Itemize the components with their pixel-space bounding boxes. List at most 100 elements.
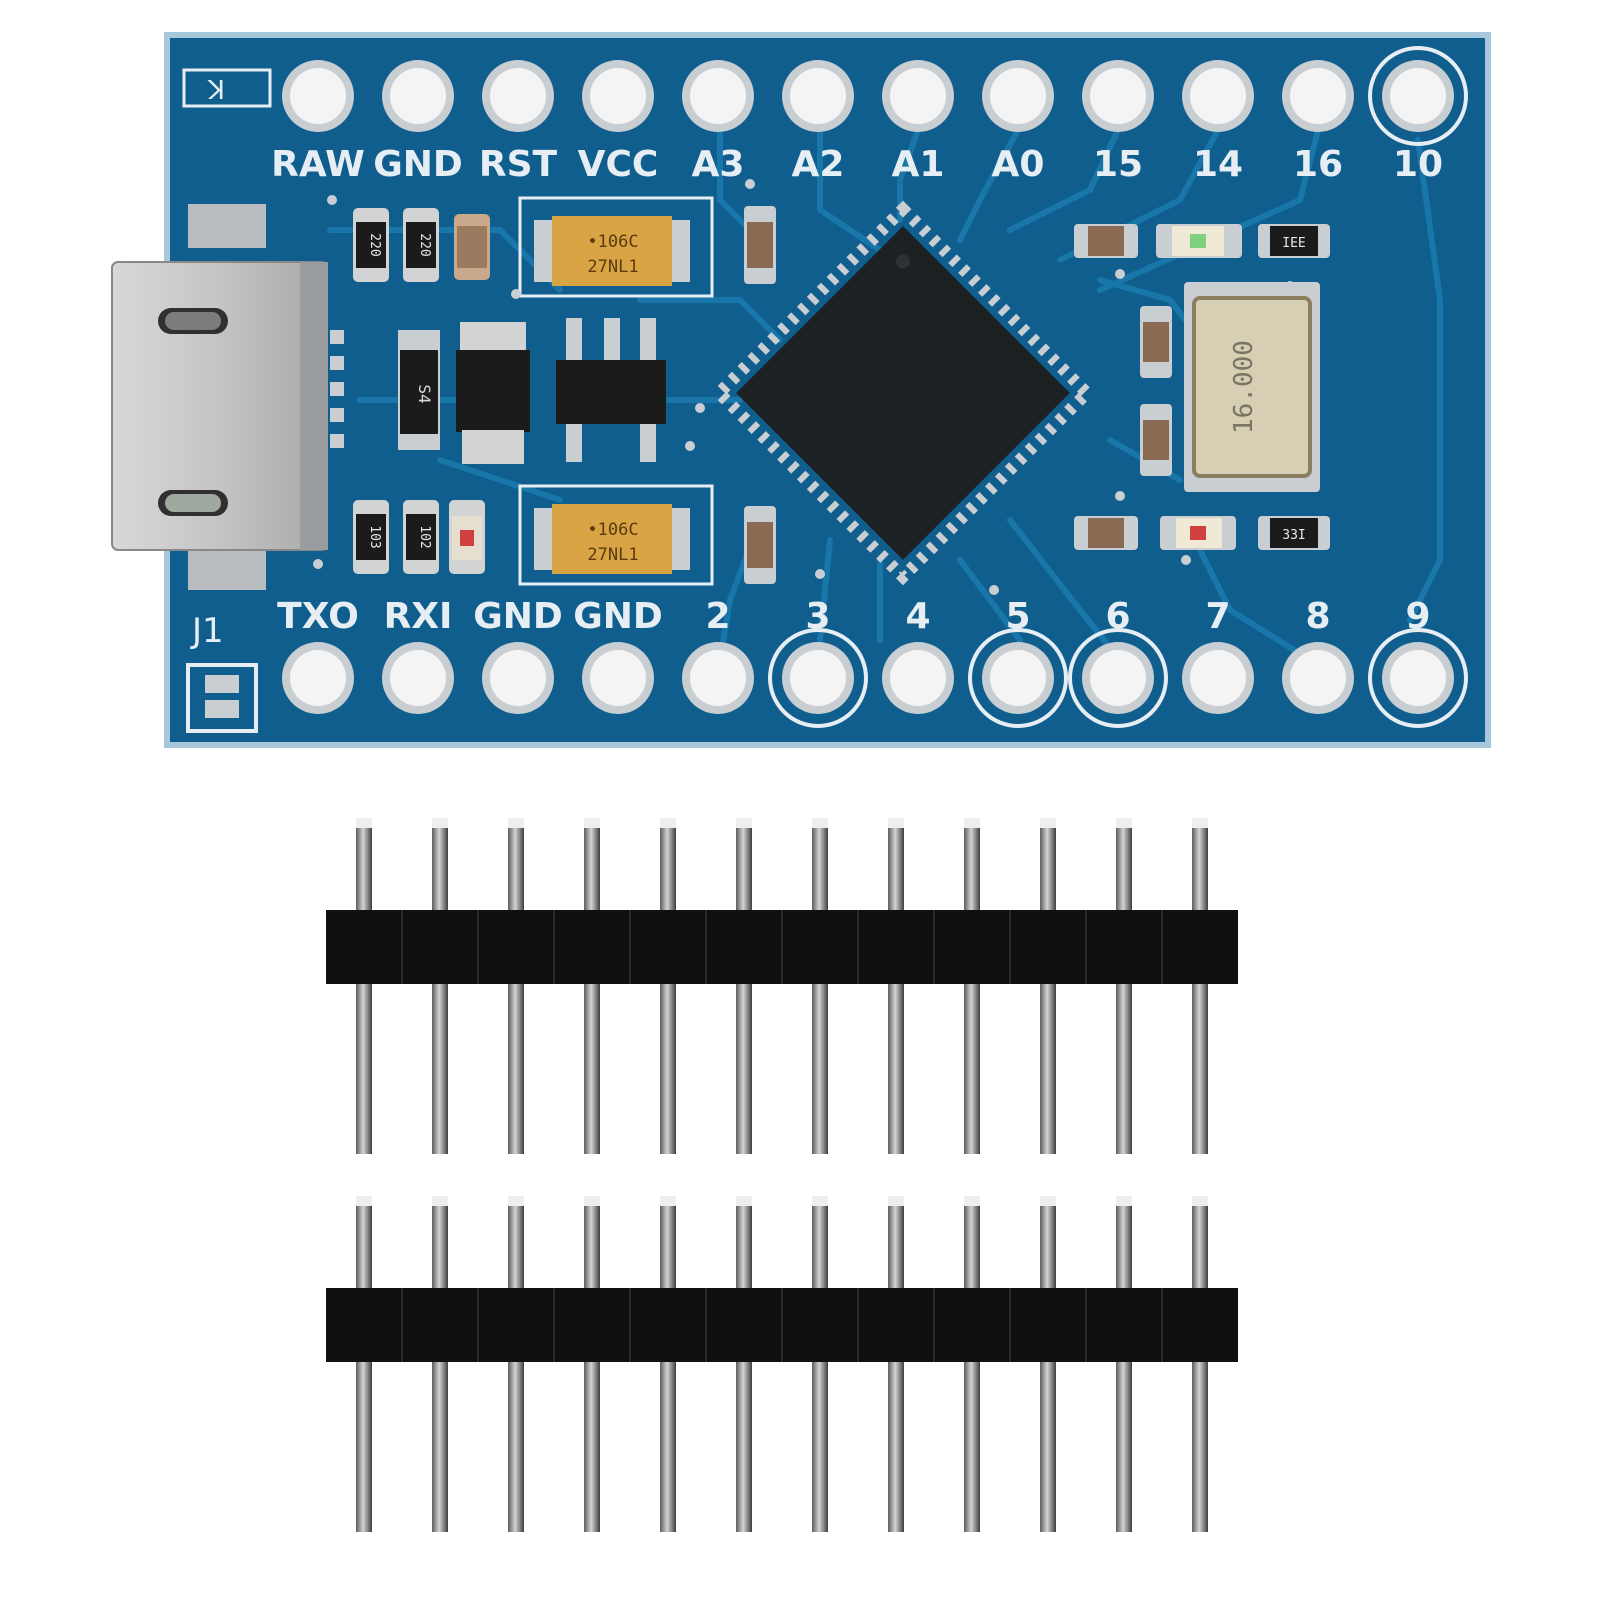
header-pin-tip — [1192, 1196, 1208, 1206]
header-pin — [432, 818, 448, 1154]
header-pin — [1040, 818, 1056, 1154]
j1-jumper — [186, 663, 258, 733]
diode: S4 — [398, 330, 440, 450]
pin-pad-hole — [790, 68, 846, 124]
svg-text:•106C: •106C — [587, 520, 638, 540]
pin-pad-hole — [1390, 68, 1446, 124]
header-pin-tip — [736, 818, 752, 828]
header-pin-tip — [1040, 818, 1056, 828]
top-pin-label: A2 — [792, 144, 845, 185]
pin-pad-hole — [990, 68, 1046, 124]
header-pin-tip — [508, 1196, 524, 1206]
bottom-pin-label: TXO — [277, 596, 359, 637]
top-pin-label: A1 — [892, 144, 945, 185]
header-pin-tip — [508, 818, 524, 828]
pin-pad-hole — [990, 650, 1046, 706]
pin-pad-outline — [968, 628, 1068, 728]
header-pin-tip — [584, 1196, 600, 1206]
k-marker — [182, 68, 272, 108]
pin-pad-hole — [890, 68, 946, 124]
header-pin — [356, 818, 372, 1154]
header-pin-tip — [888, 818, 904, 828]
header-pin — [1040, 1196, 1056, 1532]
tantalum-cap-top: •106C 27NL1 — [518, 196, 714, 298]
pin-pad-hole — [890, 650, 946, 706]
crystal-oscillator: 16.000 — [1184, 282, 1320, 492]
pin-header — [326, 1196, 1238, 1532]
mcu-decoupling-caps — [744, 206, 776, 584]
top-pin-pads — [282, 46, 1468, 146]
pin-pad-hole — [590, 68, 646, 124]
header-pin — [964, 1196, 980, 1532]
bottom-pin-label: GND — [473, 596, 563, 637]
pin-pad-hole — [490, 68, 546, 124]
header-pin — [812, 1196, 828, 1532]
vias — [313, 179, 1295, 595]
regulator — [456, 322, 530, 464]
header-pin — [812, 818, 828, 1154]
header-pin — [1192, 818, 1208, 1154]
svg-text:•106C: •106C — [587, 232, 638, 252]
header-pin-tip — [1116, 818, 1132, 828]
usb-connector — [111, 204, 344, 590]
resistor-group-bottom: 103 102 — [353, 500, 485, 574]
pin-pad-hole — [390, 68, 446, 124]
header-pin — [660, 1196, 676, 1532]
bottom-pin-label: 8 — [1305, 596, 1330, 637]
top-pin-label: A0 — [992, 144, 1045, 185]
bottom-pin-label: 9 — [1405, 596, 1430, 637]
top-pin-label: 16 — [1293, 144, 1343, 185]
pin-pad-outline — [1368, 628, 1468, 728]
header-pin — [1116, 1196, 1132, 1532]
bottom-pin-label: GND — [573, 596, 663, 637]
svg-text:27NL1: 27NL1 — [587, 257, 638, 277]
header-pin-tip — [432, 1196, 448, 1206]
header-pin-tip — [964, 818, 980, 828]
pcb-traces — [327, 127, 1443, 693]
bottom-pin-label: RXI — [384, 596, 453, 637]
header-pin — [432, 1196, 448, 1532]
pin-header — [326, 818, 1238, 1154]
header-pin-tip — [1116, 1196, 1132, 1206]
svg-text:16.000: 16.000 — [1229, 340, 1259, 434]
header-pin-tip — [812, 818, 828, 828]
bottom-pin-label: 7 — [1205, 596, 1230, 637]
header-pin-tip — [1192, 818, 1208, 828]
tantalum-cap-bottom: •106C 27NL1 — [518, 484, 714, 586]
pin-pad-hole — [1290, 650, 1346, 706]
header-pin-tip — [888, 1196, 904, 1206]
header-pin — [1116, 818, 1132, 1154]
pin-pad-hole — [1190, 650, 1246, 706]
pin-pad-hole — [590, 650, 646, 706]
top-pin-label: 15 — [1093, 144, 1143, 185]
top-pin-row: K — [182, 68, 272, 108]
svg-text:103: 103 — [367, 525, 382, 548]
pin-pad-hole — [1190, 68, 1246, 124]
top-pin-label: 14 — [1193, 144, 1243, 185]
header-pin-tip — [812, 1196, 828, 1206]
svg-text:220: 220 — [417, 233, 432, 256]
header-pin — [508, 818, 524, 1154]
header-pin — [1192, 1196, 1208, 1532]
pin-pad-hole — [690, 68, 746, 124]
k-marker-label: K — [207, 73, 225, 103]
header-pin-tip — [660, 1196, 676, 1206]
top-pin-label: RAW — [271, 144, 365, 185]
pin-pad-outline — [1068, 628, 1168, 728]
header-pin — [660, 818, 676, 1154]
pin-pad-hole — [1090, 650, 1146, 706]
top-pin-label: VCC — [578, 144, 659, 185]
header-pin — [584, 818, 600, 1154]
pin-pad-hole — [690, 650, 746, 706]
mcu-chip — [710, 200, 1096, 586]
right-components: IEE 33I — [1074, 224, 1330, 550]
header-pin-tip — [432, 818, 448, 828]
header-pin-tip — [1040, 1196, 1056, 1206]
bottom-pin-label: 3 — [805, 596, 830, 637]
header-pin — [584, 1196, 600, 1532]
resistor-group-top: 220 220 — [353, 208, 490, 282]
top-pin-label: GND — [373, 144, 463, 185]
